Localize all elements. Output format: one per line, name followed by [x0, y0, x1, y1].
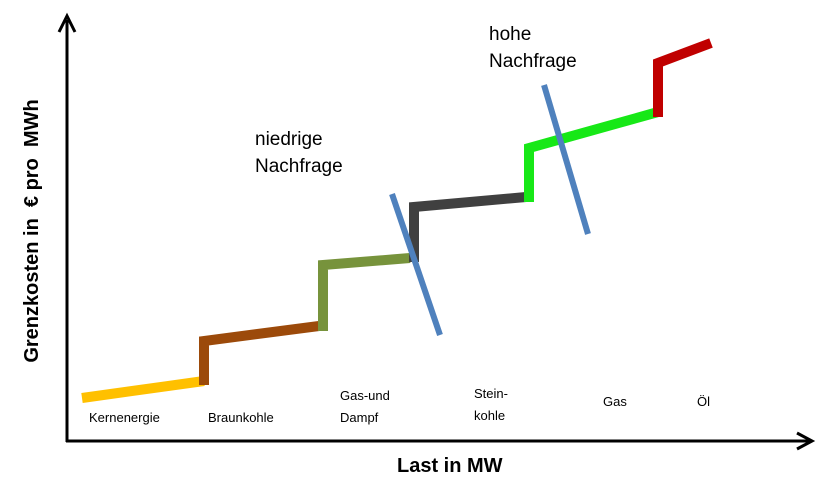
label-hohe-nachfrage-1: hohe — [489, 24, 531, 45]
step-gas-und-dampf — [318, 253, 411, 331]
y-axis-label: Grenzkosten in € pro MWh — [21, 99, 43, 362]
label-niedrige-nachfrage-2: Nachfrage — [255, 156, 343, 177]
step-steinkohle — [409, 192, 527, 262]
step-gas — [524, 107, 660, 202]
label-gas: Gas — [603, 394, 627, 409]
y-axis-arrowhead — [57, 12, 77, 33]
step-braunkohle — [199, 321, 320, 385]
demand-line-niedrige — [389, 193, 443, 336]
label-gas-und-dampf-2: Dampf — [340, 410, 379, 425]
step-kernenergie — [81, 376, 205, 403]
label-steinkohle-2: kohle — [474, 408, 505, 423]
label-steinkohle-1: Stein- — [474, 386, 508, 401]
x-axis-label: Last in MW — [397, 455, 503, 477]
x-axis-arrowhead — [796, 431, 816, 451]
label-hohe-nachfrage-2: Nachfrage — [489, 51, 577, 72]
step-oel — [653, 38, 713, 117]
label-kernenergie: Kernenergie — [89, 410, 160, 425]
demand-line-hohe — [541, 84, 591, 235]
label-niedrige-nachfrage-1: niedrige — [255, 129, 323, 150]
label-oel: Öl — [697, 394, 710, 409]
label-braunkohle: Braunkohle — [208, 410, 274, 425]
label-gas-und-dampf-1: Gas-und — [340, 388, 390, 403]
